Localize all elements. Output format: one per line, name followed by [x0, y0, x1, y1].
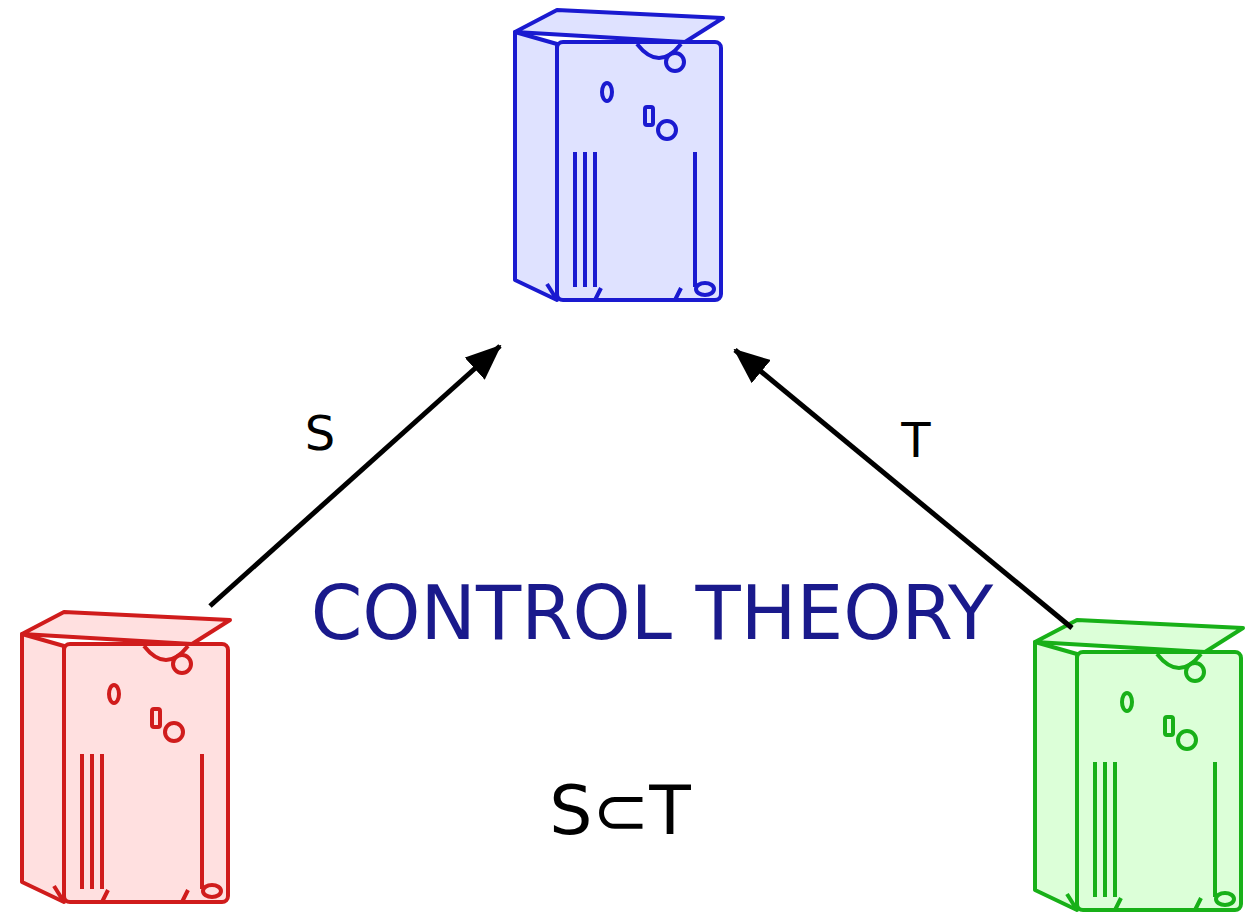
computer-tower — [515, 10, 723, 300]
formula-text: S⊂T — [549, 777, 691, 845]
computer-tower — [1035, 620, 1243, 910]
arrow-label: T — [901, 416, 930, 464]
arrow-label: S — [305, 409, 335, 457]
arrow — [210, 346, 500, 606]
heading-text: CONTROL THEORY — [311, 576, 994, 650]
computer-tower — [22, 612, 230, 902]
